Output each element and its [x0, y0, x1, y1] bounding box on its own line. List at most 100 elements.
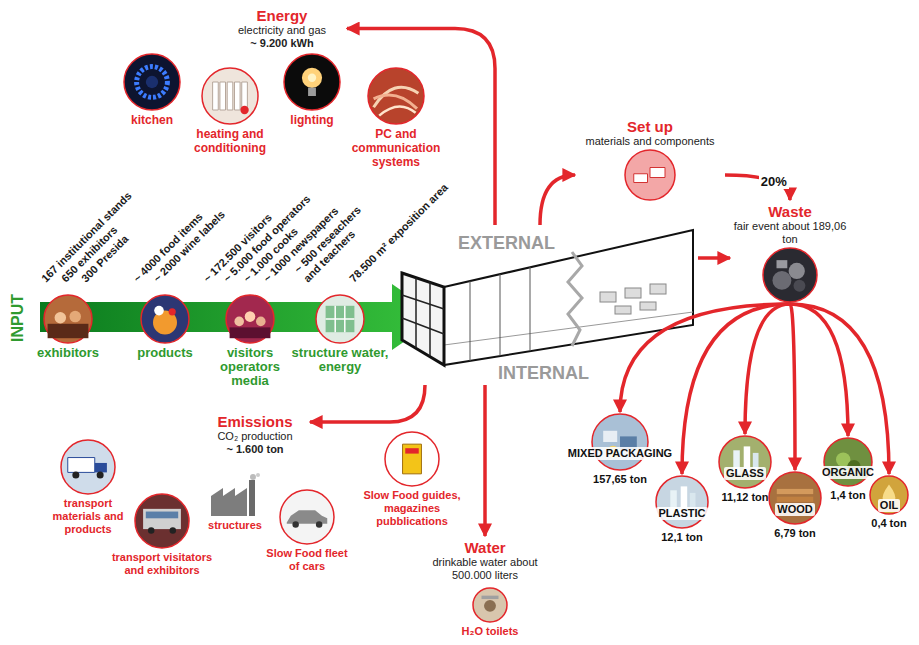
icon-circle: [122, 52, 182, 112]
energy-use-icon: heating and conditioning: [180, 66, 280, 155]
group-detail: materials and components: [577, 135, 723, 148]
glyph-part: [379, 106, 415, 115]
input-icon: visitors operators media: [208, 293, 292, 388]
glyph-part: [256, 317, 266, 327]
use-label: heating and conditioning: [180, 127, 280, 155]
stand: [625, 288, 641, 298]
waste-type-icon: OIL 0,4 ton: [864, 474, 914, 530]
icon-glyph: [48, 311, 89, 338]
source-label: H₂O toilets: [445, 625, 535, 638]
building-panel: [530, 267, 531, 351]
glyph-part: [55, 312, 67, 324]
emission-source-icon: transport visitators and exhibitors: [107, 492, 217, 577]
energy-group: Energyelectricity and gas~ 9.200 kWh: [217, 4, 347, 53]
waste-type-icon: PLASTIC12,1 ton: [647, 474, 717, 544]
glyph-part: [634, 174, 648, 183]
waste-type-holder: MIXED PACKAGING: [564, 443, 676, 461]
energy-use-icon: PC and communication systems: [344, 66, 448, 169]
source-label: transport materials and products: [43, 497, 133, 536]
waste-type-holder: ORGANIC: [815, 462, 881, 480]
glyph-part: [227, 82, 233, 110]
emission-source-icon: Slow Food fleet of cars: [262, 488, 352, 573]
input-title: INPUT: [9, 294, 27, 342]
figure-label: 78.500 m² exposition area: [347, 181, 451, 285]
icon-circle: [654, 474, 710, 530]
glyph-part: [69, 311, 81, 323]
glyph-part: [484, 600, 496, 612]
glyph-part: [137, 67, 168, 98]
glyph-part: [230, 327, 271, 338]
group-heading: Emissions: [202, 413, 308, 430]
icon-circle: [761, 246, 819, 304]
energy-use-icon: lighting: [272, 52, 352, 127]
stand: [615, 306, 631, 314]
icon-glyph: [213, 82, 249, 114]
flow-arrow: [745, 304, 790, 434]
glyph-part: [772, 271, 791, 290]
glyph-part: [213, 82, 219, 110]
waste-type-holder: GLASS: [710, 463, 780, 481]
glyph-part: [169, 308, 176, 315]
glyph-part: [482, 596, 499, 599]
icon-glyph: [302, 68, 322, 96]
waste-type: GLASS: [724, 467, 766, 480]
glyph-part: [287, 510, 328, 524]
glyph-part: [72, 472, 79, 479]
waste-type: ORGANIC: [820, 466, 876, 479]
factory-smoke: [250, 474, 256, 480]
icon-circle: [366, 66, 426, 126]
stand: [640, 302, 656, 310]
icon-glyph: [772, 260, 805, 292]
glyph-part: [245, 311, 256, 322]
factory-body: [211, 488, 247, 516]
waste-amount: 6,79 ton: [760, 527, 830, 540]
waste-type: OIL: [878, 499, 900, 512]
icon-circle: [282, 52, 342, 112]
icon-glyph: [403, 444, 422, 474]
factory-chimney: [249, 480, 255, 516]
water-use-icon: H₂O toilets: [445, 586, 535, 638]
factory-icon: [207, 472, 263, 518]
figure-holder: 78.500 m² exposition area: [347, 181, 451, 285]
building: EXTERNALINTERNAL: [398, 225, 698, 385]
group-detail: CO₂ production: [202, 430, 308, 443]
icon-glyph: [137, 67, 168, 98]
glyph-part: [68, 458, 95, 473]
icon-circle: [139, 293, 191, 345]
group-value: ~ 9.200 kWh: [219, 37, 345, 50]
icon-glyph: [326, 306, 355, 332]
building-window: [429, 282, 431, 356]
emission-source-icon: structures: [195, 472, 275, 532]
glyph-part: [777, 497, 813, 502]
icon-disc: [226, 295, 274, 343]
waste-amount: 0,4 ton: [864, 517, 914, 530]
icon-disc: [385, 432, 439, 486]
input-arrow: [40, 284, 440, 350]
icon-disc: [135, 494, 189, 548]
factory-smoke: [256, 473, 260, 477]
glyph-part: [95, 463, 107, 472]
glyph-part: [777, 260, 788, 268]
flow-arrow: [483, 385, 487, 536]
input-icon: structure water, energy: [290, 293, 390, 374]
building-panel: [470, 281, 471, 361]
input-label: structure water, energy: [290, 346, 390, 374]
icon-circle: [471, 586, 509, 624]
glyph-part: [308, 88, 316, 96]
flow-arrow: [310, 385, 425, 422]
icon-circle: [59, 438, 117, 496]
icon-disc: [284, 54, 340, 110]
icon-disc: [656, 476, 708, 528]
glyph-part: [316, 521, 322, 527]
glyph-part: [234, 317, 244, 327]
use-label: PC and communication systems: [344, 127, 448, 169]
source-label: Slow Food fleet of cars: [262, 547, 352, 573]
icon-glyph: [68, 458, 107, 479]
input-icon: exhibitors: [28, 293, 108, 360]
glyph-part: [97, 472, 104, 479]
glyph-part: [302, 68, 322, 88]
flow-arrow: [540, 175, 575, 225]
icon-glyph: [374, 87, 419, 115]
glyph-part: [789, 263, 805, 279]
